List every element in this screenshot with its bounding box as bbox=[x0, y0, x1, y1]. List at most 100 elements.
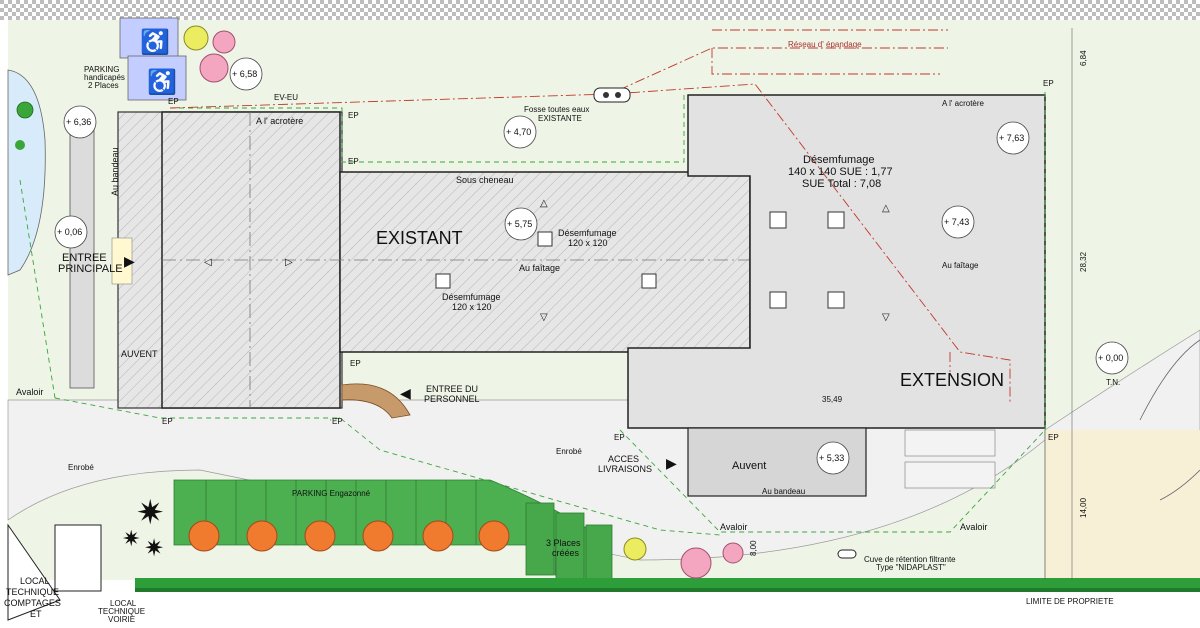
new-place-1 bbox=[525, 502, 555, 576]
label-local-technique-2: TECHNIQUE bbox=[98, 607, 145, 616]
label-auvent-left: AUVENT bbox=[121, 349, 158, 359]
label-limite: LIMITE DE PROPRIETE bbox=[1026, 597, 1114, 606]
dimension-14-00: 14,00 bbox=[1079, 497, 1088, 518]
slope-arrow-2: ▷ bbox=[285, 257, 293, 268]
label-ep-9: EP bbox=[1048, 433, 1059, 442]
label-entree-principale-1: ENTREE bbox=[62, 252, 107, 264]
label-ep-8: EP bbox=[1043, 79, 1054, 88]
label-desenfumage-ext-2: 140 x 140 SUE : 1,77 bbox=[788, 166, 893, 178]
label-ep-7: EP bbox=[614, 433, 625, 442]
label-au-bandeau-vertical: Au bandeau bbox=[110, 147, 120, 196]
label-au-bandeau-horizontal: Au bandeau bbox=[762, 487, 805, 496]
label-ev-eu: EV-EU bbox=[274, 93, 298, 102]
red-line-2 bbox=[711, 48, 940, 75]
label-ep-4: EP bbox=[350, 359, 361, 368]
label-acces-livraisons-2: LIVRAISONS bbox=[598, 464, 652, 474]
label-parking-handicap-3: 2 Places bbox=[88, 81, 119, 90]
tree-orange-5 bbox=[422, 520, 454, 552]
level-7-63: + 7,63 bbox=[999, 133, 1024, 143]
pond-tree-2 bbox=[15, 140, 25, 150]
vent-exist-2 bbox=[435, 273, 451, 289]
vent-exist-1 bbox=[537, 231, 553, 247]
label-ep-1: EP bbox=[168, 97, 179, 106]
label-avaloir-2: Avaloir bbox=[720, 522, 747, 532]
label-cuve-1: Cuve de rétention filtrante bbox=[864, 555, 956, 564]
tree-orange-4 bbox=[362, 520, 394, 552]
top-border bbox=[0, 0, 1200, 20]
label-desenfumage-1b: 120 x 120 bbox=[568, 238, 608, 248]
label-local-comptages-2: TECHNIQUE bbox=[6, 587, 59, 597]
dimension-6-84: 6,84 bbox=[1079, 50, 1088, 66]
label-ep-3: EP bbox=[348, 157, 359, 166]
drain-line-4 bbox=[170, 92, 685, 163]
dimension-35-49: 35,49 bbox=[822, 395, 843, 404]
level-bubble-4-70 bbox=[503, 115, 537, 149]
vent-ext-1 bbox=[769, 211, 787, 229]
existing-building-centre bbox=[339, 171, 751, 353]
vent-ext-3 bbox=[769, 291, 787, 309]
label-desenfumage-ext-3: SUE Total : 7,08 bbox=[802, 178, 881, 190]
level-0-00: + 0,00 bbox=[1098, 353, 1123, 363]
level-4-70: + 4,70 bbox=[506, 127, 531, 137]
tree-orange-6 bbox=[478, 520, 510, 552]
arrow-entree-personnel: ◀ bbox=[400, 385, 411, 401]
wheelchair-icon-1: ♿ bbox=[140, 28, 170, 56]
level-bubble-7-63 bbox=[996, 121, 1030, 155]
label-desenfumage-2b: 120 x 120 bbox=[452, 302, 492, 312]
label-fosse-2: EXISTANTE bbox=[538, 114, 582, 123]
handicap-parking-bottom bbox=[127, 55, 187, 101]
new-place-2 bbox=[555, 512, 585, 580]
slope-arrow-5: △ bbox=[882, 203, 890, 214]
septic-tank-hole-1 bbox=[603, 92, 609, 98]
retention-tank bbox=[837, 549, 857, 559]
label-local-technique-3: VOIRIE bbox=[108, 615, 135, 624]
truck-space-2 bbox=[904, 461, 996, 489]
label-acrotere-2: A l' acrotère bbox=[942, 99, 985, 108]
label-avaloir-3: Avaloir bbox=[960, 522, 987, 532]
level-bubble-0-06 bbox=[54, 215, 88, 249]
label-desenfumage-2a: Désemfumage bbox=[442, 292, 501, 302]
label-acrotere-1: A l' acrotère bbox=[256, 116, 303, 126]
tree-orange-2 bbox=[246, 520, 278, 552]
label-parking-handicap-2: handicapés bbox=[84, 73, 125, 82]
label-entree-personnel-2: PERSONNEL bbox=[424, 394, 480, 404]
label-places-2: créées bbox=[552, 548, 580, 558]
pond-tree bbox=[16, 101, 34, 119]
label-au-faitage-2: Au faîtage bbox=[942, 261, 979, 270]
level-bubble-6-36 bbox=[63, 105, 97, 139]
tree-yellow-1 bbox=[183, 25, 209, 51]
right-curb-2 bbox=[1159, 469, 1200, 501]
label-sous-cheneau: Sous cheneau bbox=[456, 175, 514, 185]
handicap-parking-top bbox=[119, 17, 179, 59]
level-bubble-7-43 bbox=[941, 205, 975, 239]
label-entree-principale-2: PRINCIPALE bbox=[58, 263, 123, 275]
tree-pink-4 bbox=[212, 30, 236, 54]
tree-orange-3 bbox=[304, 520, 336, 552]
slope-arrow-1: ◁ bbox=[204, 257, 212, 268]
label-reseau: Réseau d' épandage bbox=[788, 40, 862, 49]
red-line-1 bbox=[169, 47, 948, 109]
label-extension: EXTENSION bbox=[900, 370, 1004, 390]
right-curb bbox=[1139, 339, 1200, 421]
property-band bbox=[135, 588, 1200, 592]
arrow-livraisons: ▶ bbox=[666, 455, 677, 471]
arrow-entree-principale: ▶ bbox=[124, 253, 135, 269]
drain-line-3 bbox=[619, 429, 1046, 533]
label-auvent-bottom: Auvent bbox=[732, 460, 766, 472]
level-0-06: + 0,06 bbox=[57, 227, 82, 237]
slope-arrow-6: ▽ bbox=[882, 312, 890, 323]
level-bubble-5-33 bbox=[816, 441, 850, 475]
tree-green-star-1: ✷ bbox=[136, 494, 165, 532]
label-existant: EXISTANT bbox=[376, 228, 463, 248]
tree-pink-2 bbox=[680, 547, 712, 579]
red-line-4 bbox=[611, 83, 1011, 402]
drain-line-1 bbox=[54, 397, 721, 536]
level-5-33: + 5,33 bbox=[819, 453, 844, 463]
label-local-comptages-4: ET bbox=[30, 609, 42, 619]
level-5-75: + 5,75 bbox=[507, 219, 532, 229]
label-ep-5: EP bbox=[162, 417, 173, 426]
label-ep-6: EP bbox=[332, 417, 343, 426]
pond bbox=[7, 69, 46, 276]
dimension-28-32: 28,32 bbox=[1079, 251, 1088, 272]
staff-stair bbox=[341, 383, 411, 419]
